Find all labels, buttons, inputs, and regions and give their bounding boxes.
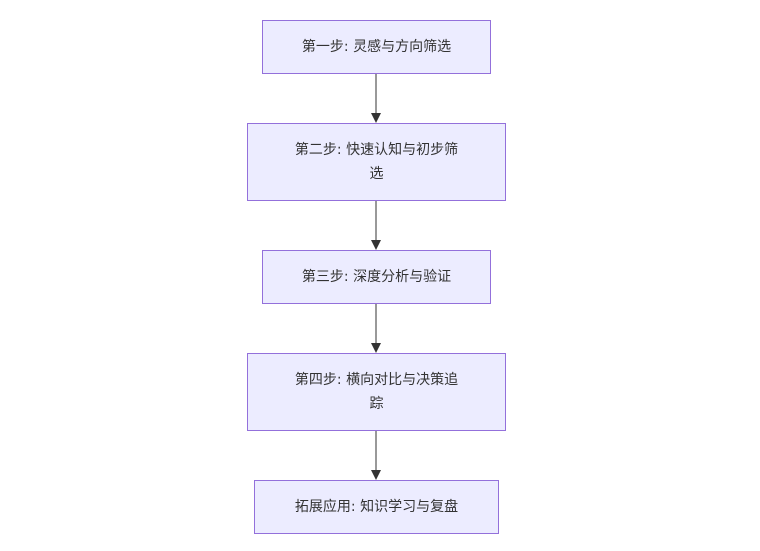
node-step2: 第二步: 快速认知与初步筛 选 xyxy=(247,123,506,201)
node-label: 第二步: 快速认知与初步筛 xyxy=(294,142,459,158)
node-step4: 第四步: 横向对比与决策追 踪 xyxy=(247,353,506,431)
node-label: 踪 xyxy=(369,396,384,412)
node-step1: 第一步: 灵感与方向筛选 xyxy=(262,20,491,74)
node-label: 第一步: 灵感与方向筛选 xyxy=(301,39,452,55)
node-label: 第三步: 深度分析与验证 xyxy=(301,269,452,285)
node-label: 拓展应用: 知识学习与复盘 xyxy=(294,499,459,515)
node-step3: 第三步: 深度分析与验证 xyxy=(262,250,491,304)
node-step5: 拓展应用: 知识学习与复盘 xyxy=(254,480,499,534)
node-label: 选 xyxy=(369,166,384,182)
node-label: 第四步: 横向对比与决策追 xyxy=(294,372,459,388)
